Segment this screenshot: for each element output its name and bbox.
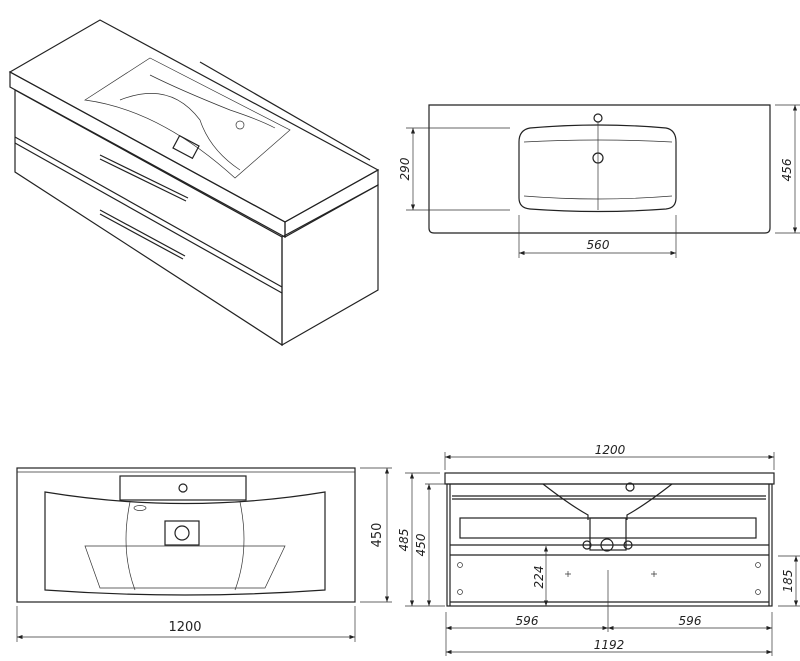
top-view — [16, 467, 392, 642]
isometric-view — [8, 19, 380, 347]
dim-top-width: 1200 — [168, 620, 201, 635]
dim-front-total-width: 1200 — [595, 443, 626, 457]
dim-body-width: 1192 — [594, 638, 625, 652]
dim-basin-depth: 290 — [398, 157, 412, 180]
dim-height-body: 450 — [414, 533, 428, 556]
dim-drain-height: 224 — [532, 566, 546, 589]
dim-height-total: 485 — [397, 529, 411, 552]
dim-half-right: 596 — [679, 614, 702, 628]
front-view — [405, 452, 800, 656]
dim-top-depth: 450 — [370, 523, 385, 548]
dim-total-depth: 456 — [780, 158, 794, 181]
dim-panel-height: 185 — [781, 570, 795, 593]
dim-half-left: 596 — [516, 614, 539, 628]
plan-view — [406, 104, 800, 258]
dim-basin-width: 560 — [587, 238, 610, 252]
